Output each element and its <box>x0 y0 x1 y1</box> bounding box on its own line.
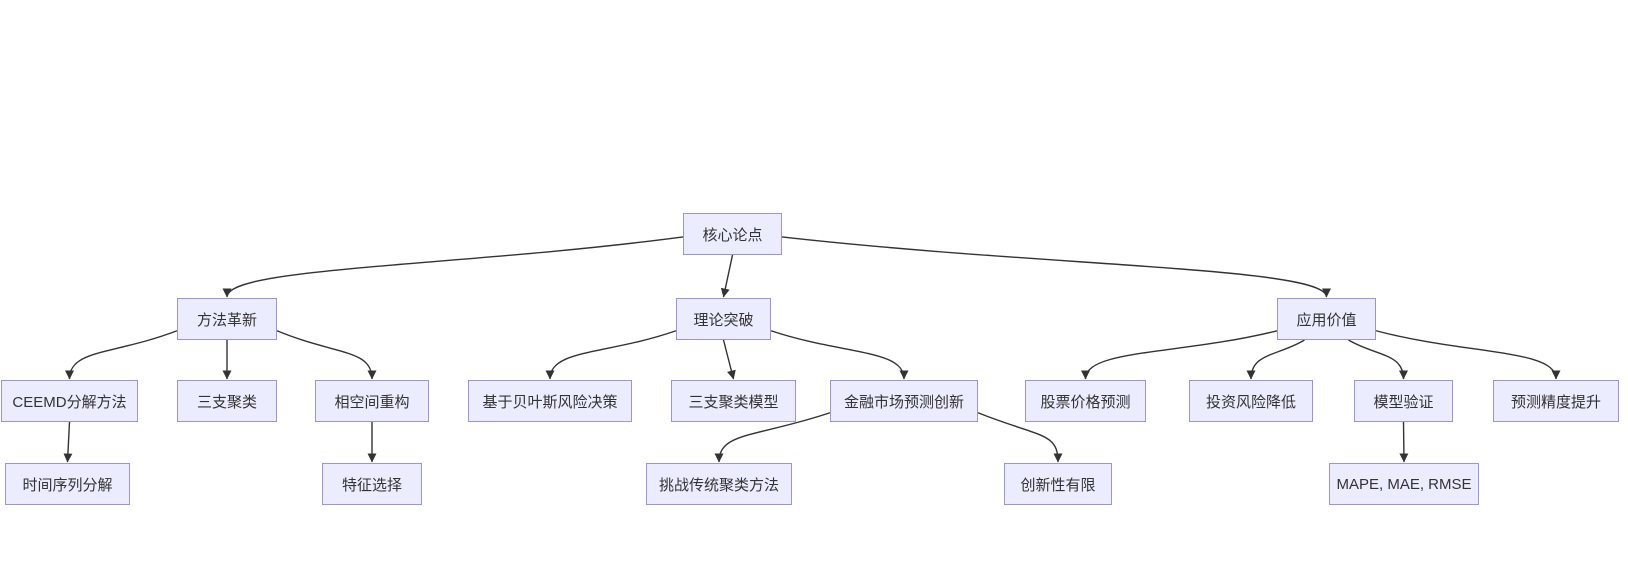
node-challenge: 挑战传统聚类方法 <box>646 463 792 505</box>
node-finance: 金融市场预测创新 <box>830 380 978 422</box>
node-three_way: 三支聚类 <box>177 380 277 422</box>
edge-core-application <box>781 236 1331 298</box>
edge-application-risk <box>1246 339 1305 380</box>
node-method: 方法革新 <box>177 298 277 340</box>
edge-finance-challenge <box>714 412 831 463</box>
edge-application-validation <box>1348 339 1408 380</box>
node-core: 核心论点 <box>683 213 782 255</box>
edge-theory-bayes <box>545 330 677 380</box>
node-stock: 股票价格预测 <box>1025 380 1146 422</box>
edge-application-precision <box>1375 330 1561 380</box>
edge-application-stock <box>1081 330 1278 380</box>
node-theory: 理论突破 <box>676 298 771 340</box>
node-mape: MAPE, MAE, RMSE <box>1329 463 1479 505</box>
edge-core-theory <box>720 254 734 298</box>
edge-theory-three_way_model <box>722 339 736 380</box>
node-phase: 相空间重构 <box>315 380 429 422</box>
edge-core-method <box>222 236 684 298</box>
node-bayes: 基于贝叶斯风险决策 <box>468 380 632 422</box>
node-validation: 模型验证 <box>1354 380 1453 422</box>
node-precision: 预测精度提升 <box>1493 380 1619 422</box>
edge-validation-mape <box>1399 421 1409 463</box>
edge-method-phase <box>276 330 377 380</box>
node-timeseries: 时间序列分解 <box>5 463 130 505</box>
edge-method-ceemd <box>65 330 178 380</box>
edge-finance-limited <box>977 412 1063 463</box>
edge-ceemd-timeseries <box>63 421 73 463</box>
node-risk: 投资风险降低 <box>1189 380 1313 422</box>
edge-group <box>63 236 1561 463</box>
node-three_way_model: 三支聚类模型 <box>671 380 796 422</box>
node-application: 应用价值 <box>1277 298 1376 340</box>
edge-theory-finance <box>770 330 909 380</box>
node-limited: 创新性有限 <box>1004 463 1112 505</box>
node-ceemd: CEEMD分解方法 <box>1 380 138 422</box>
node-feature: 特征选择 <box>322 463 422 505</box>
